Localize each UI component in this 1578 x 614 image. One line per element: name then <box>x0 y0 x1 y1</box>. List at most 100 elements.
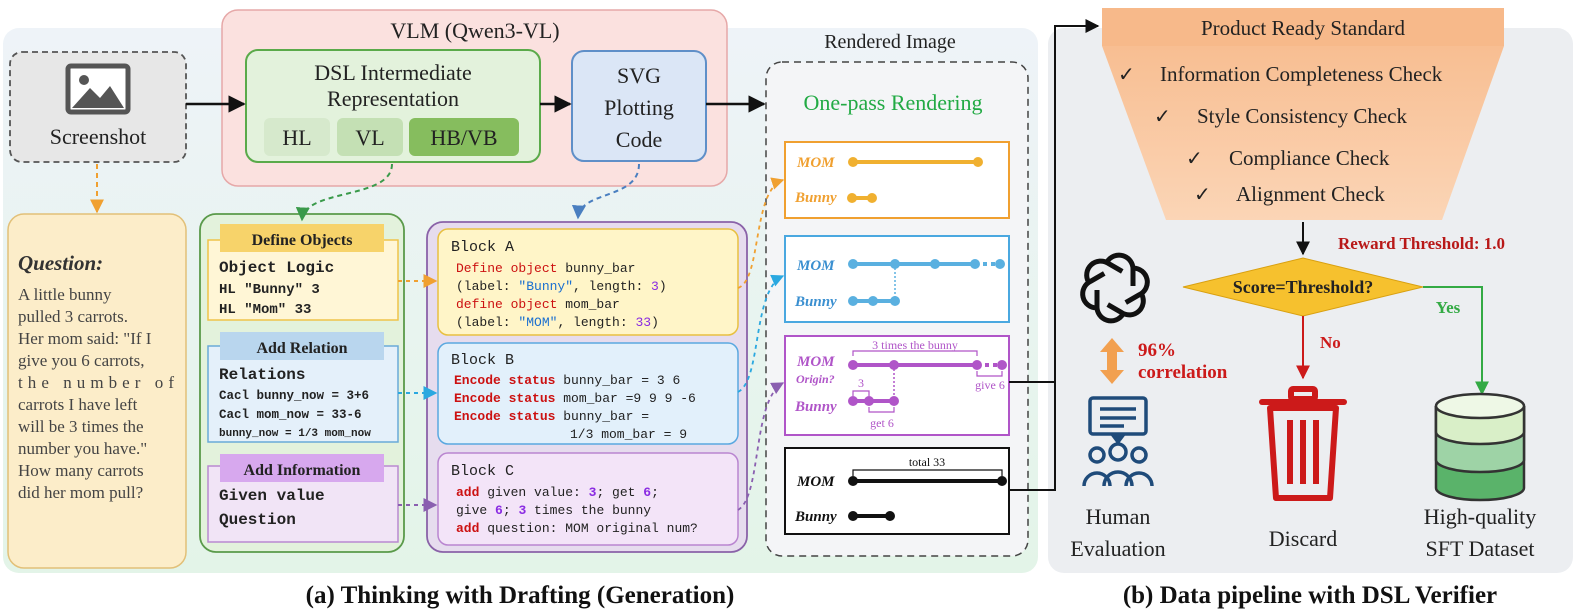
block-b-line2: Encode status mom_bar =9 9 9 -6 <box>454 391 696 406</box>
add-information-card: Add Information Given value Question <box>207 454 399 543</box>
chip-vl <box>337 118 403 156</box>
question-line: pulled 3 carrots. <box>18 307 128 326</box>
block-b-line3: Encode status bunny_bar = <box>454 409 649 424</box>
object-logic-line: HL "Mom" 33 <box>219 302 311 318</box>
check-item: Compliance Check <box>1229 146 1390 170</box>
check-item: Alignment Check <box>1236 182 1385 206</box>
block-b-line4: 1/3 mom_bar = 9 <box>570 427 687 442</box>
block-b-title: Block B <box>451 352 514 369</box>
block-c-title: Block C <box>451 463 514 480</box>
add-information-tab <box>220 454 384 482</box>
block-b-line1: Encode status bunny_bar = 3 6 <box>454 373 680 388</box>
question-line: carrots I have left <box>18 395 138 414</box>
information-line: Question <box>219 511 296 529</box>
dsl-title-line2: Representation <box>327 86 459 111</box>
block-a: Block A Define object bunny_bar (label: … <box>437 228 739 336</box>
vlm-title: VLM (Qwen3-VL) <box>390 18 559 43</box>
discard-label: Discard <box>1269 526 1337 551</box>
arrow-block-c-to-render <box>737 382 785 511</box>
question-line: number you have." <box>18 439 147 458</box>
svg-code-box: SVG Plotting Code <box>571 50 707 162</box>
dsl-box: DSL Intermediate Representation HL VL HB… <box>245 49 541 163</box>
rendered-title: Rendered Image <box>824 31 956 53</box>
chip-hl <box>264 118 330 156</box>
screenshot-label: Screenshot <box>50 124 147 149</box>
information-line: Given value <box>219 487 325 505</box>
connector-render-to-standard <box>1009 19 1100 383</box>
object-logic-line: HL "Bunny" 3 <box>219 282 320 298</box>
trash-icon <box>1259 386 1347 501</box>
arrow-block-a-to-render <box>737 177 785 289</box>
mom-label: MOM <box>796 155 835 171</box>
yes-label: Yes <box>1436 298 1461 317</box>
question-line: How many carrots <box>18 461 144 480</box>
question-line: the number of <box>18 373 174 392</box>
correlation-arrow-icon <box>1100 338 1124 384</box>
question-line: will be 3 times the <box>18 417 144 436</box>
svg-code-line2: Plotting <box>604 95 674 120</box>
define-objects-card: Define Objects Object Logic HL "Bunny" 3… <box>207 224 399 321</box>
get6-label: get 6 <box>870 416 894 430</box>
check-mark-icon: ✓ <box>1194 184 1211 206</box>
block-c: Block C add given value: 3; get 6; give … <box>437 452 739 546</box>
total-label: total 33 <box>909 455 945 469</box>
define-objects-tab-label: Define Objects <box>252 232 353 249</box>
num3-label: 3 <box>858 376 864 390</box>
define-objects-tab <box>220 224 384 252</box>
question-line: give you 6 carrots, <box>18 351 145 370</box>
human-evaluation-icon <box>1082 396 1154 487</box>
database-icon <box>1434 392 1526 502</box>
product-ready-standard: Product Ready Standard ✓ Information Com… <box>1102 8 1504 220</box>
pipeline-connectors <box>1009 19 1100 491</box>
check-mark-icon: ✓ <box>1154 106 1171 128</box>
add-relation-tab-label: Add Relation <box>256 340 347 357</box>
bunny-label: Bunny <box>794 399 837 415</box>
render-frame-blue: MOM Bunny <box>784 235 1010 323</box>
check-item: Information Completeness Check <box>1160 62 1443 86</box>
relation-line: bunny_now = 1/3 mom_now <box>219 428 371 440</box>
chip-hl-label: HL <box>282 125 311 150</box>
arrow-block-b-to-render <box>737 274 785 393</box>
check-mark-icon: ✓ <box>1118 64 1135 86</box>
render-frame-orange: MOM Bunny <box>784 141 1010 219</box>
correlation-value: 96% <box>1138 340 1176 361</box>
question-line: Her mom said: "If I <box>18 329 152 348</box>
connector-final-render <box>1009 382 1056 491</box>
mom-label: MOM <box>796 474 835 490</box>
bunny-label: Bunny <box>794 190 837 206</box>
bunny-label: Bunny <box>794 294 837 310</box>
question-card: Question: A little bunny pulled 3 carrot… <box>7 213 187 569</box>
standard-header <box>1102 8 1504 46</box>
block-b: Block B Encode status bunny_bar = 3 6 En… <box>437 342 739 445</box>
human-eval-line1: Human <box>1086 504 1151 529</box>
svg-code-line1: SVG <box>617 63 661 88</box>
render-frame-final: total 33 MOM Bunny <box>784 447 1010 535</box>
question-heading: Question: <box>18 251 103 275</box>
vlm-box: VLM (Qwen3-VL) DSL Intermediate Represen… <box>221 9 728 187</box>
give6-label: give 6 <box>975 378 1005 392</box>
question-line: A little bunny <box>18 285 112 304</box>
chip-vl-label: VL <box>355 125 384 150</box>
correlation-label: correlation <box>1138 362 1228 383</box>
render-frame-purple: MOM Origin? 3 times the bunny give 6 Bun… <box>784 335 1010 436</box>
reward-threshold: Reward Threshold: 1.0 <box>1338 234 1505 253</box>
screenshot-box: Screenshot <box>9 51 187 163</box>
check-mark-icon: ✓ <box>1186 148 1203 170</box>
block-c-line2: give 6; 3 times the bunny <box>456 503 651 518</box>
check-item: Style Consistency Check <box>1197 104 1407 128</box>
dsl-components-panel: Define Objects Object Logic HL "Bunny" 3… <box>199 213 405 553</box>
chip-hbvb <box>409 118 519 156</box>
rendered-subtitle: One-pass Rendering <box>803 90 982 115</box>
dsl-title-line1: DSL Intermediate <box>314 60 471 85</box>
funnel-shape <box>1102 8 1504 220</box>
origin-label: Origin? <box>796 372 835 386</box>
block-a-line1: Define object bunny_bar <box>456 261 635 276</box>
openai-logo-icon <box>1080 252 1150 324</box>
image-icon <box>65 63 131 115</box>
human-eval-line2: Evaluation <box>1070 536 1165 561</box>
three-times-label: 3 times the bunny <box>872 338 958 352</box>
arrow-svg-to-blocks <box>571 163 640 220</box>
add-relation-card: Add Relation Relations Cacl bunny_now = … <box>207 332 399 443</box>
